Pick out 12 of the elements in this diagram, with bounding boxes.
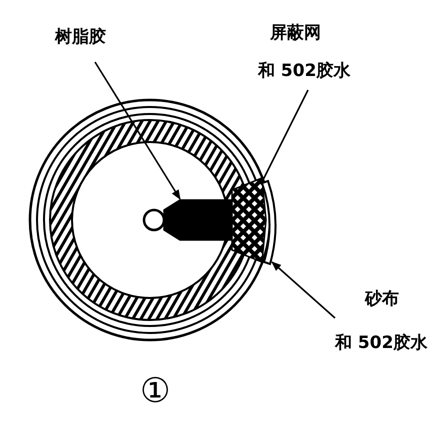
part-label: 砂布 <box>365 288 400 310</box>
part-label: 树脂胶 <box>55 26 106 48</box>
leader-line <box>94 62 181 200</box>
part-label: 和 502胶水 <box>258 60 350 82</box>
resin-plug <box>163 199 233 241</box>
shield-mesh <box>231 176 267 264</box>
figure-number: ① <box>140 372 170 410</box>
part-label: 和 502胶水 <box>335 332 428 354</box>
part-label: 屏蔽网 <box>270 22 322 44</box>
leader-line <box>271 261 336 319</box>
sandpaper-layer <box>261 180 276 265</box>
leader-line <box>262 90 309 180</box>
